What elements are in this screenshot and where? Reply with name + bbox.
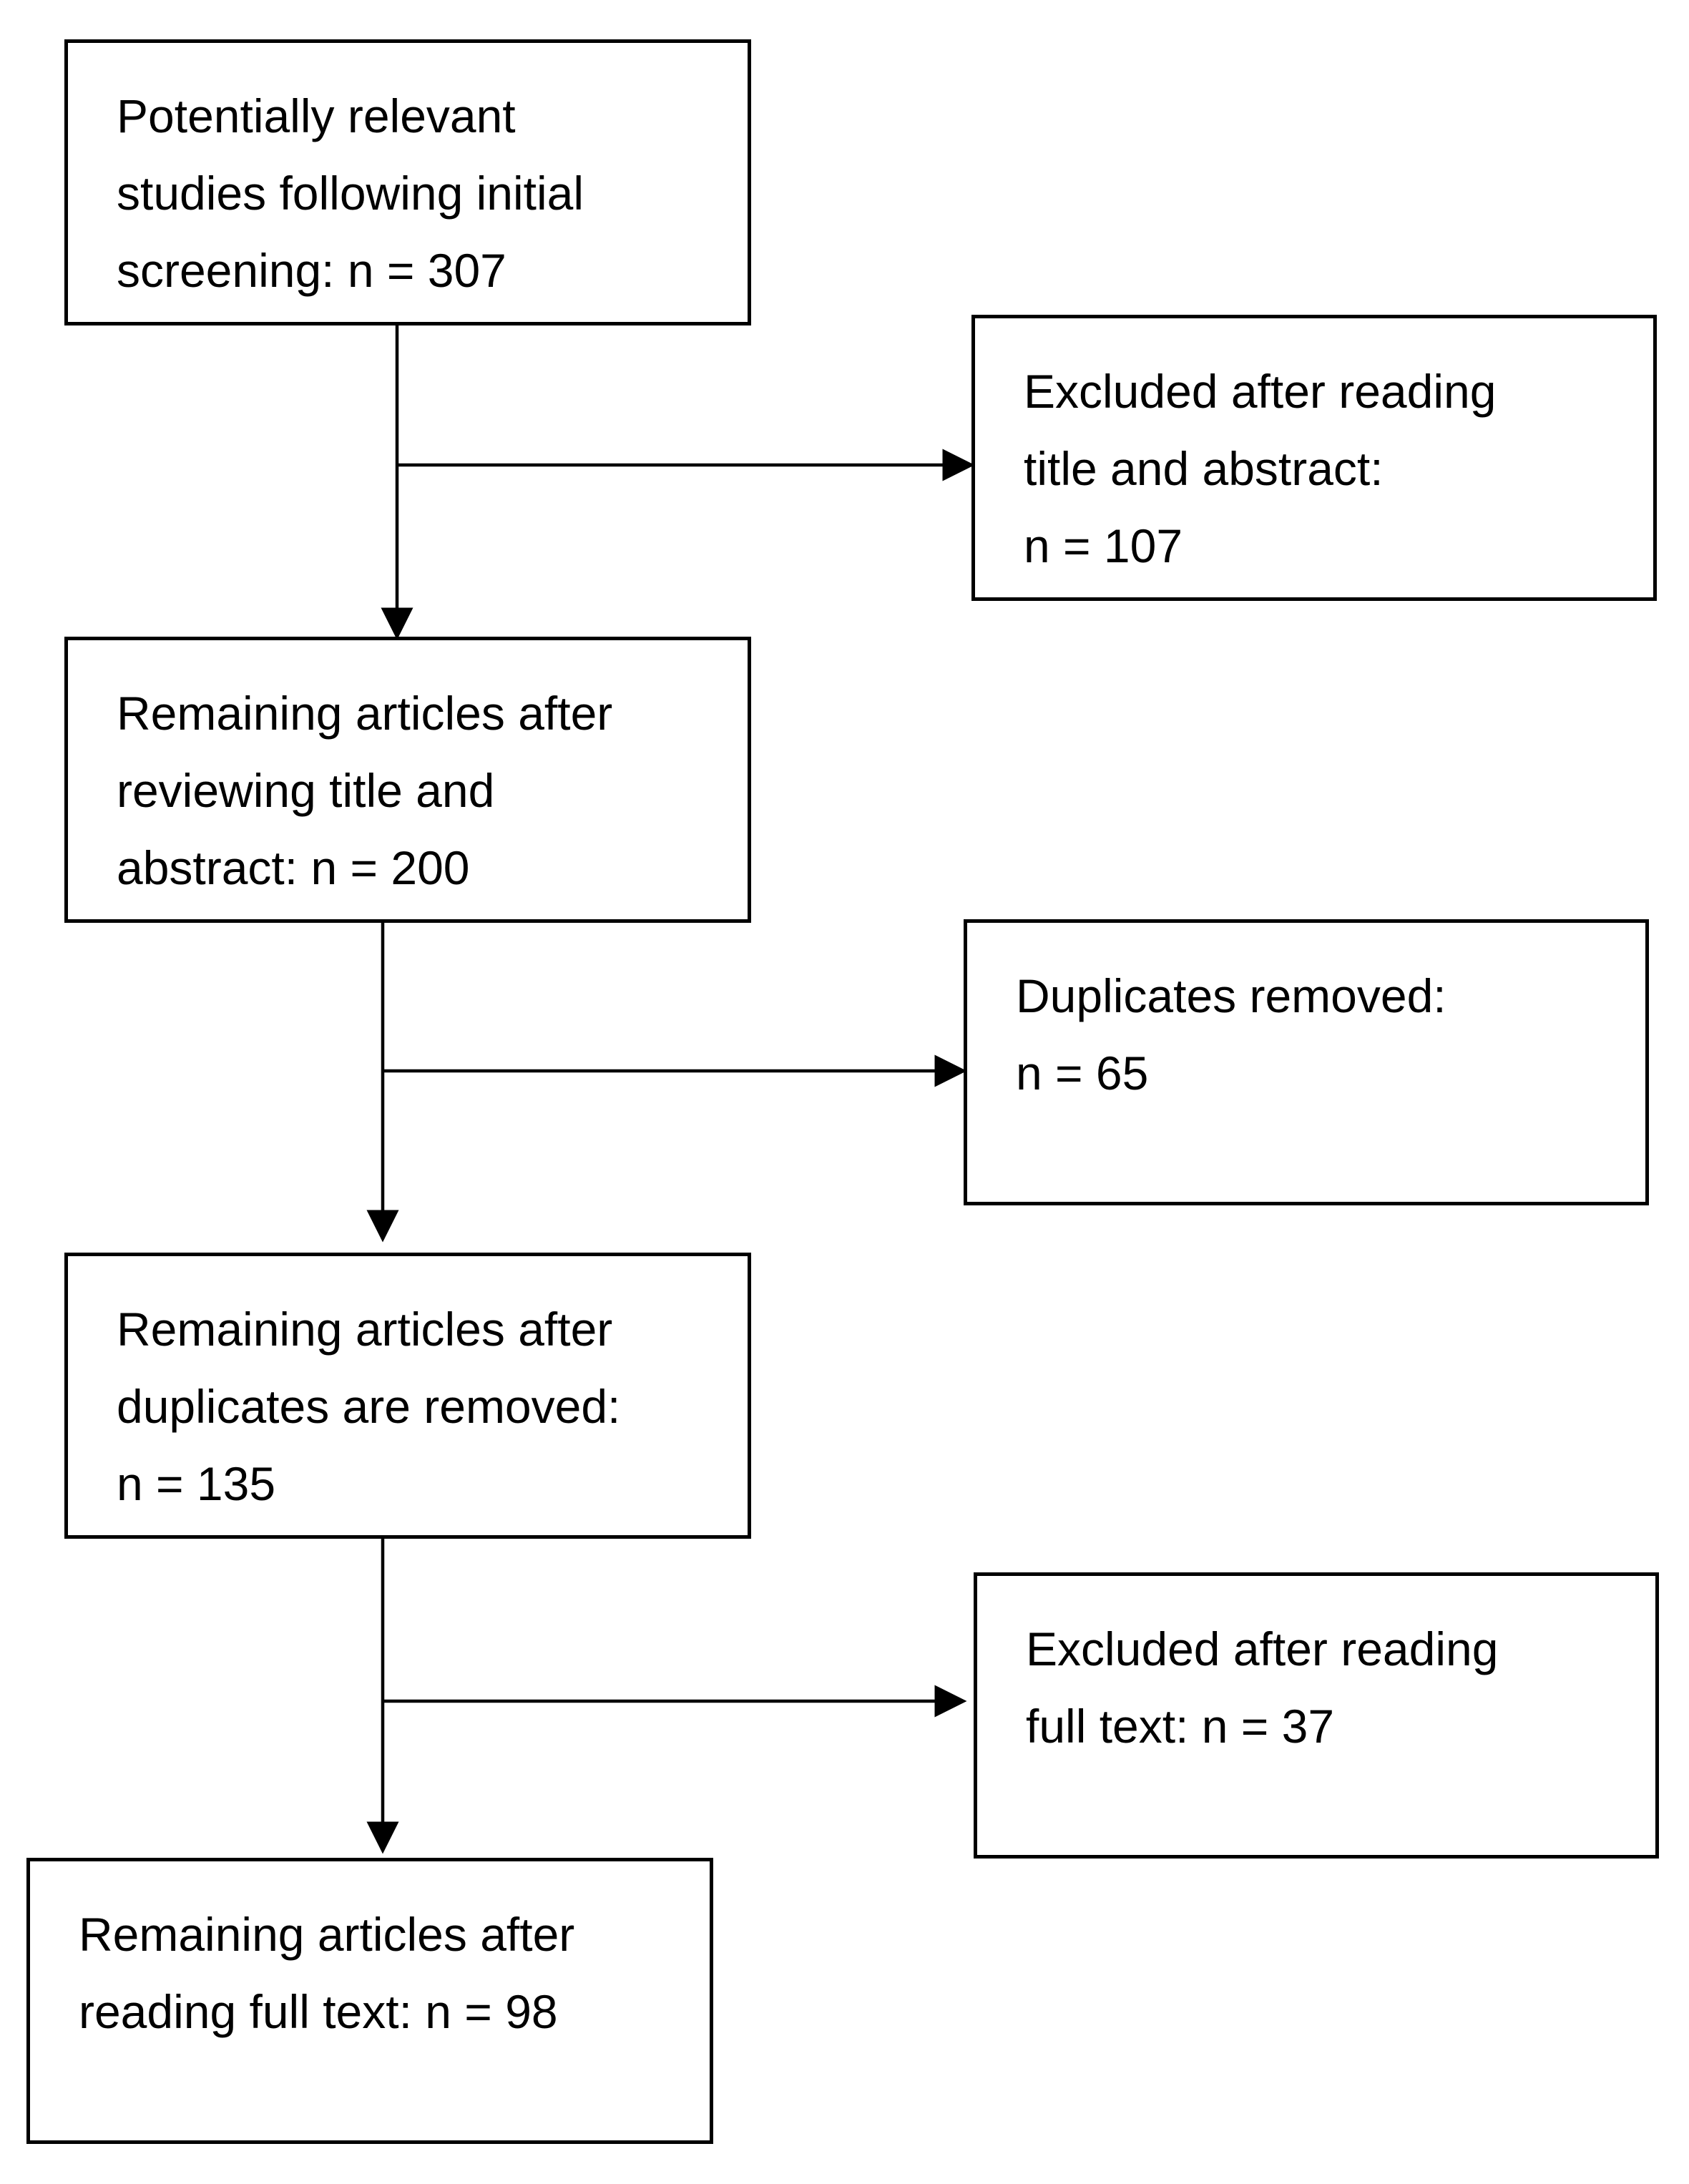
box-line: studies following initial — [117, 167, 584, 220]
box-line: n = 107 — [1024, 519, 1183, 572]
box-remaining-after-title-abstract: Remaining articles after reviewing title… — [64, 637, 751, 923]
box-excluded-full-text: Excluded after reading full text: n = 37 — [974, 1572, 1659, 1859]
box-line: Duplicates removed: — [1016, 969, 1446, 1022]
box-line: Potentially relevant — [117, 89, 516, 142]
box-duplicates-removed: Duplicates removed: n = 65 — [964, 919, 1649, 1205]
box-initial-screening: Potentially relevant studies following i… — [64, 39, 751, 325]
box-line: duplicates are removed: — [117, 1380, 621, 1433]
box-remaining-after-duplicates: Remaining articles after duplicates are … — [64, 1253, 751, 1539]
box-line: title and abstract: — [1024, 442, 1384, 495]
box-line: Remaining articles after — [117, 687, 613, 740]
box-excluded-title-abstract: Excluded after reading title and abstrac… — [971, 315, 1657, 601]
box-line: n = 65 — [1016, 1047, 1149, 1100]
box-line: full text: n = 37 — [1026, 1700, 1335, 1753]
box-line: n = 135 — [117, 1457, 276, 1510]
box-line: Excluded after reading — [1026, 1622, 1499, 1675]
box-line: Excluded after reading — [1024, 365, 1497, 418]
box-line: Remaining articles after — [79, 1908, 575, 1961]
box-line: screening: n = 307 — [117, 244, 506, 297]
box-line: abstract: n = 200 — [117, 841, 470, 894]
box-line: reading full text: n = 98 — [79, 1985, 558, 2038]
box-line: reviewing title and — [117, 764, 495, 817]
box-line: Remaining articles after — [117, 1303, 613, 1356]
box-remaining-after-full-text: Remaining articles after reading full te… — [26, 1858, 713, 2144]
